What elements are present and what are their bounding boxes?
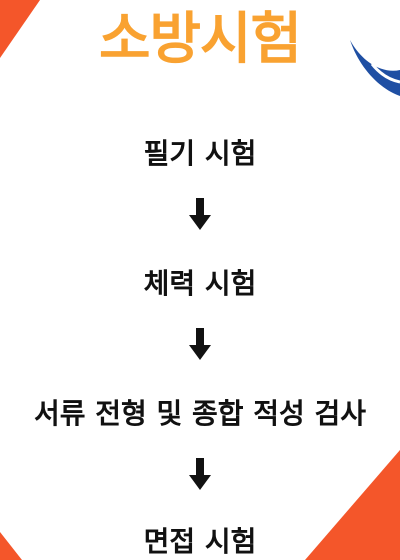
arrow-down-icon [189,458,211,490]
step-interview: 면접 시험 [143,525,257,558]
step-written-exam: 필기 시험 [143,137,257,170]
arrow-down-icon [189,198,211,230]
arrow-down-icon [189,328,211,360]
wing-logo-icon [350,0,400,96]
page-title: 소방시험 [98,7,302,72]
step-document-and-aptitude: 서류 전형 및 종합 적성 검사 [33,397,367,430]
corner-decoration-bottom-right [305,450,400,560]
step-physical-exam: 체력 시험 [143,267,257,300]
corner-decoration-bottom-left [0,532,22,560]
corner-decoration-top-left [0,0,40,58]
